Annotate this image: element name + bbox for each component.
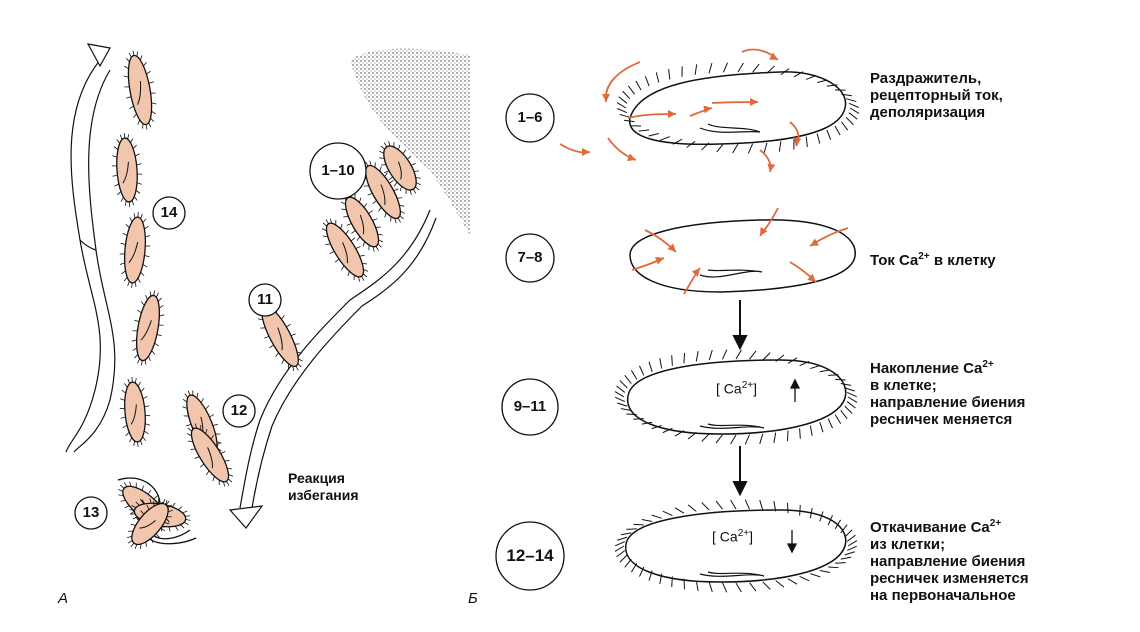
caption-pump-line2: из клетки; bbox=[870, 536, 946, 553]
paramecium-cell bbox=[119, 212, 151, 288]
ca-label-pump-text: [ Ca bbox=[712, 528, 738, 545]
ca-down-arrow bbox=[786, 530, 798, 554]
avoidance-caption-line2: избегания bbox=[288, 487, 359, 503]
ca-label-pump-sup: 2+ bbox=[737, 528, 750, 539]
stage-label-1-10: 1–10 bbox=[321, 162, 355, 179]
paramecium-cell bbox=[361, 160, 405, 224]
b-cell-ca-pumping bbox=[614, 499, 858, 593]
ca-up-arrow bbox=[789, 378, 801, 402]
upward-ribbon bbox=[65, 43, 116, 453]
caption-accum-line4: ресничек меняется bbox=[870, 411, 1013, 428]
paramecium-cell bbox=[379, 141, 421, 195]
paramecium-cell bbox=[111, 133, 143, 207]
caption-accum-line3: направление биения bbox=[870, 394, 1026, 411]
panel-letter-b: Б bbox=[468, 590, 478, 607]
flow-arrow-2 bbox=[732, 446, 748, 497]
stage-label-14: 14 bbox=[160, 204, 178, 221]
caption-pump-line1: Откачивание Ca bbox=[870, 519, 990, 536]
ca-label-accum-close: ] bbox=[753, 380, 757, 397]
orange-ion-arrows bbox=[559, 48, 849, 295]
paramecium-cell bbox=[127, 498, 173, 550]
caption-accum-line2: в клетке; bbox=[870, 377, 937, 394]
caption-stimulus-line1: Раздражитель, bbox=[870, 70, 982, 87]
caption-pump-sup: 2+ bbox=[989, 518, 1002, 529]
paramecium-cell bbox=[131, 290, 165, 366]
caption-ca-influx: Ток Ca2+ в клетку bbox=[870, 248, 996, 269]
ca-label-accumulation: [ Ca2+] bbox=[716, 380, 757, 397]
caption-ca-pumping: Откачивание Ca2+ из клетки; направление … bbox=[870, 515, 1029, 604]
b-cell-stimulus bbox=[616, 62, 860, 154]
paramecium-cell bbox=[186, 423, 234, 487]
caption-stimulus-line2: рецепторный ток, bbox=[870, 87, 1003, 104]
ca-label-accum-sup: 2+ bbox=[741, 380, 754, 391]
caption-ca-influx-line2: в клетку bbox=[933, 252, 996, 269]
avoidance-caption-line1: Реакция bbox=[288, 470, 345, 486]
paramecium-cell bbox=[123, 50, 157, 130]
b-stage-label-1-6: 1–6 bbox=[517, 109, 543, 126]
caption-accum-sup: 2+ bbox=[982, 359, 994, 370]
ca-label-pumping: [ Ca2+] bbox=[712, 528, 753, 545]
stage-circle-9-11 bbox=[501, 378, 559, 436]
caption-accum-line1: Накопление Ca bbox=[870, 360, 983, 377]
b-cell-ca-influx bbox=[629, 219, 856, 293]
caption-stimulus: Раздражитель, рецепторный ток, деполяриз… bbox=[870, 70, 1003, 121]
stage-circle-1-6 bbox=[505, 93, 555, 143]
flow-arrow-1 bbox=[732, 300, 748, 351]
caption-ca-influx-sup: 2+ bbox=[918, 251, 930, 262]
ca-label-accum-text: [ Ca bbox=[716, 380, 742, 397]
caption-ca-accumulation: Накопление Ca2+ в клетке; направление би… bbox=[870, 356, 1025, 428]
caption-pump-line4: ресничек изменяется bbox=[870, 570, 1029, 587]
stage-circle-7-8 bbox=[505, 233, 555, 283]
caption-pump-line5: на первоначальное bbox=[870, 587, 1016, 604]
avoidance-caption: Реакция избегания bbox=[288, 470, 359, 504]
panel-letter-a: А bbox=[58, 590, 69, 607]
b-stage-label-12-14: 12–14 bbox=[506, 546, 554, 565]
paramecium-cell bbox=[321, 218, 369, 282]
b-stage-label-7-8: 7–8 bbox=[517, 249, 543, 266]
stage-circle-12-14 bbox=[495, 521, 565, 591]
avoidance-ribbon bbox=[228, 209, 437, 529]
stage-label-13: 13 bbox=[82, 504, 100, 521]
caption-pump-line3: направление биения bbox=[870, 553, 1026, 570]
b-stage-label-9-11: 9–11 bbox=[513, 398, 547, 415]
obstacle-stipple bbox=[350, 48, 470, 235]
caption-stimulus-line3: деполяризация bbox=[870, 104, 986, 121]
paramecium-cell bbox=[119, 377, 151, 447]
b-cell-ca-accumulation bbox=[614, 349, 858, 445]
ca-label-pump-close: ] bbox=[749, 528, 753, 545]
caption-ca-influx-line1: Ток Ca bbox=[870, 252, 919, 269]
stage-label-11: 11 bbox=[257, 291, 273, 308]
stage-label-12: 12 bbox=[230, 402, 248, 419]
